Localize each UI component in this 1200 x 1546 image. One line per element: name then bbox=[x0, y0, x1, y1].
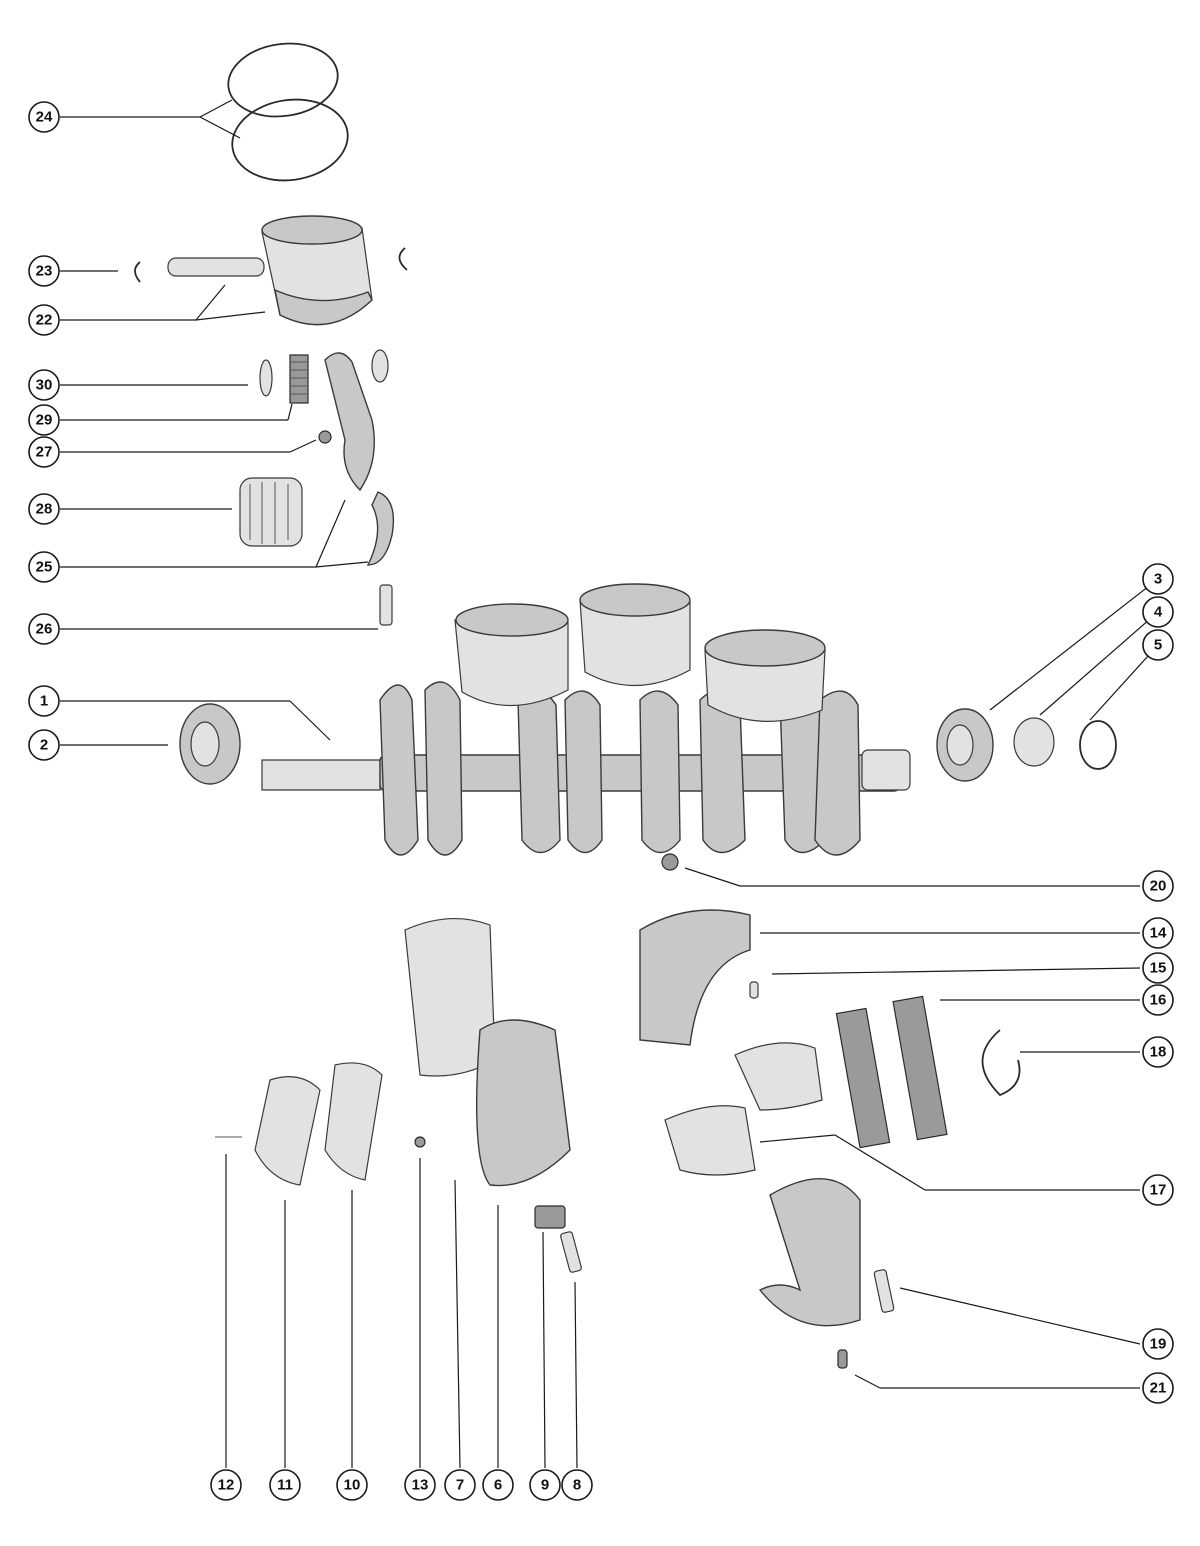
callout-19[interactable]: 19 bbox=[1142, 1328, 1174, 1360]
svg-text:4: 4 bbox=[1154, 604, 1163, 621]
svg-text:17: 17 bbox=[1150, 1182, 1167, 1199]
callout-30[interactable]: 30 bbox=[28, 369, 60, 401]
svg-text:9: 9 bbox=[541, 1477, 549, 1494]
svg-text:26: 26 bbox=[36, 621, 53, 638]
main-bearings bbox=[60, 578, 1159, 785]
svg-text:6: 6 bbox=[494, 1477, 502, 1494]
svg-text:14: 14 bbox=[1150, 925, 1167, 942]
svg-text:8: 8 bbox=[573, 1477, 581, 1494]
callout-13[interactable]: 13 bbox=[404, 1469, 436, 1501]
callout-11[interactable]: 11 bbox=[269, 1469, 301, 1501]
svg-text:7: 7 bbox=[456, 1477, 464, 1494]
center-main-bearing-assembly bbox=[639, 853, 1141, 1389]
callout-9[interactable]: 9 bbox=[529, 1469, 561, 1501]
svg-text:28: 28 bbox=[36, 501, 53, 518]
svg-text:22: 22 bbox=[36, 312, 53, 329]
callout-27[interactable]: 27 bbox=[28, 436, 60, 468]
callout-22[interactable]: 22 bbox=[28, 304, 60, 336]
callout-23[interactable]: 23 bbox=[28, 255, 60, 287]
callout-8[interactable]: 8 bbox=[561, 1469, 593, 1501]
crankshaft-assembly bbox=[60, 583, 911, 856]
reed-block-assembly bbox=[215, 918, 582, 1469]
svg-text:1: 1 bbox=[40, 693, 48, 710]
svg-text:25: 25 bbox=[36, 559, 53, 576]
callout-4[interactable]: 4 bbox=[1142, 596, 1174, 628]
callout-7[interactable]: 7 bbox=[444, 1469, 476, 1501]
svg-text:5: 5 bbox=[1154, 637, 1162, 654]
callout-17[interactable]: 17 bbox=[1142, 1174, 1174, 1206]
callout-26[interactable]: 26 bbox=[28, 613, 60, 645]
callout-10[interactable]: 10 bbox=[336, 1469, 368, 1501]
svg-text:27: 27 bbox=[36, 444, 53, 461]
svg-text:12: 12 bbox=[218, 1477, 235, 1494]
svg-text:3: 3 bbox=[1154, 571, 1162, 588]
callout-20[interactable]: 20 bbox=[1142, 870, 1174, 902]
svg-text:20: 20 bbox=[1150, 878, 1167, 895]
svg-text:18: 18 bbox=[1150, 1044, 1167, 1061]
svg-text:24: 24 bbox=[36, 109, 53, 126]
svg-text:19: 19 bbox=[1150, 1336, 1167, 1353]
piston-assembly bbox=[60, 215, 408, 326]
callout-24[interactable]: 24 bbox=[28, 101, 60, 133]
connecting-rod-assembly bbox=[60, 349, 395, 630]
callout-14[interactable]: 14 bbox=[1142, 917, 1174, 949]
svg-text:23: 23 bbox=[36, 263, 53, 280]
svg-text:15: 15 bbox=[1150, 960, 1167, 977]
callout-1[interactable]: 1 bbox=[28, 685, 60, 717]
callout-2[interactable]: 2 bbox=[28, 729, 60, 761]
callout-21[interactable]: 21 bbox=[1142, 1372, 1174, 1404]
callout-25[interactable]: 25 bbox=[28, 551, 60, 583]
callout-29[interactable]: 29 bbox=[28, 404, 60, 436]
callout-15[interactable]: 15 bbox=[1142, 952, 1174, 984]
svg-text:21: 21 bbox=[1150, 1380, 1167, 1397]
svg-text:30: 30 bbox=[36, 377, 53, 394]
callout-18[interactable]: 18 bbox=[1142, 1036, 1174, 1068]
callout-16[interactable]: 16 bbox=[1142, 984, 1174, 1016]
callout-3[interactable]: 3 bbox=[1142, 563, 1174, 595]
svg-text:11: 11 bbox=[277, 1477, 293, 1494]
callout-12[interactable]: 12 bbox=[210, 1469, 242, 1501]
svg-text:10: 10 bbox=[344, 1477, 361, 1494]
callout-5[interactable]: 5 bbox=[1142, 629, 1174, 661]
svg-text:2: 2 bbox=[40, 737, 48, 754]
piston-rings bbox=[60, 42, 349, 182]
svg-text:13: 13 bbox=[412, 1477, 429, 1494]
svg-text:16: 16 bbox=[1150, 992, 1167, 1009]
callout-28[interactable]: 28 bbox=[28, 493, 60, 525]
svg-text:29: 29 bbox=[36, 412, 53, 429]
callout-6[interactable]: 6 bbox=[482, 1469, 514, 1501]
